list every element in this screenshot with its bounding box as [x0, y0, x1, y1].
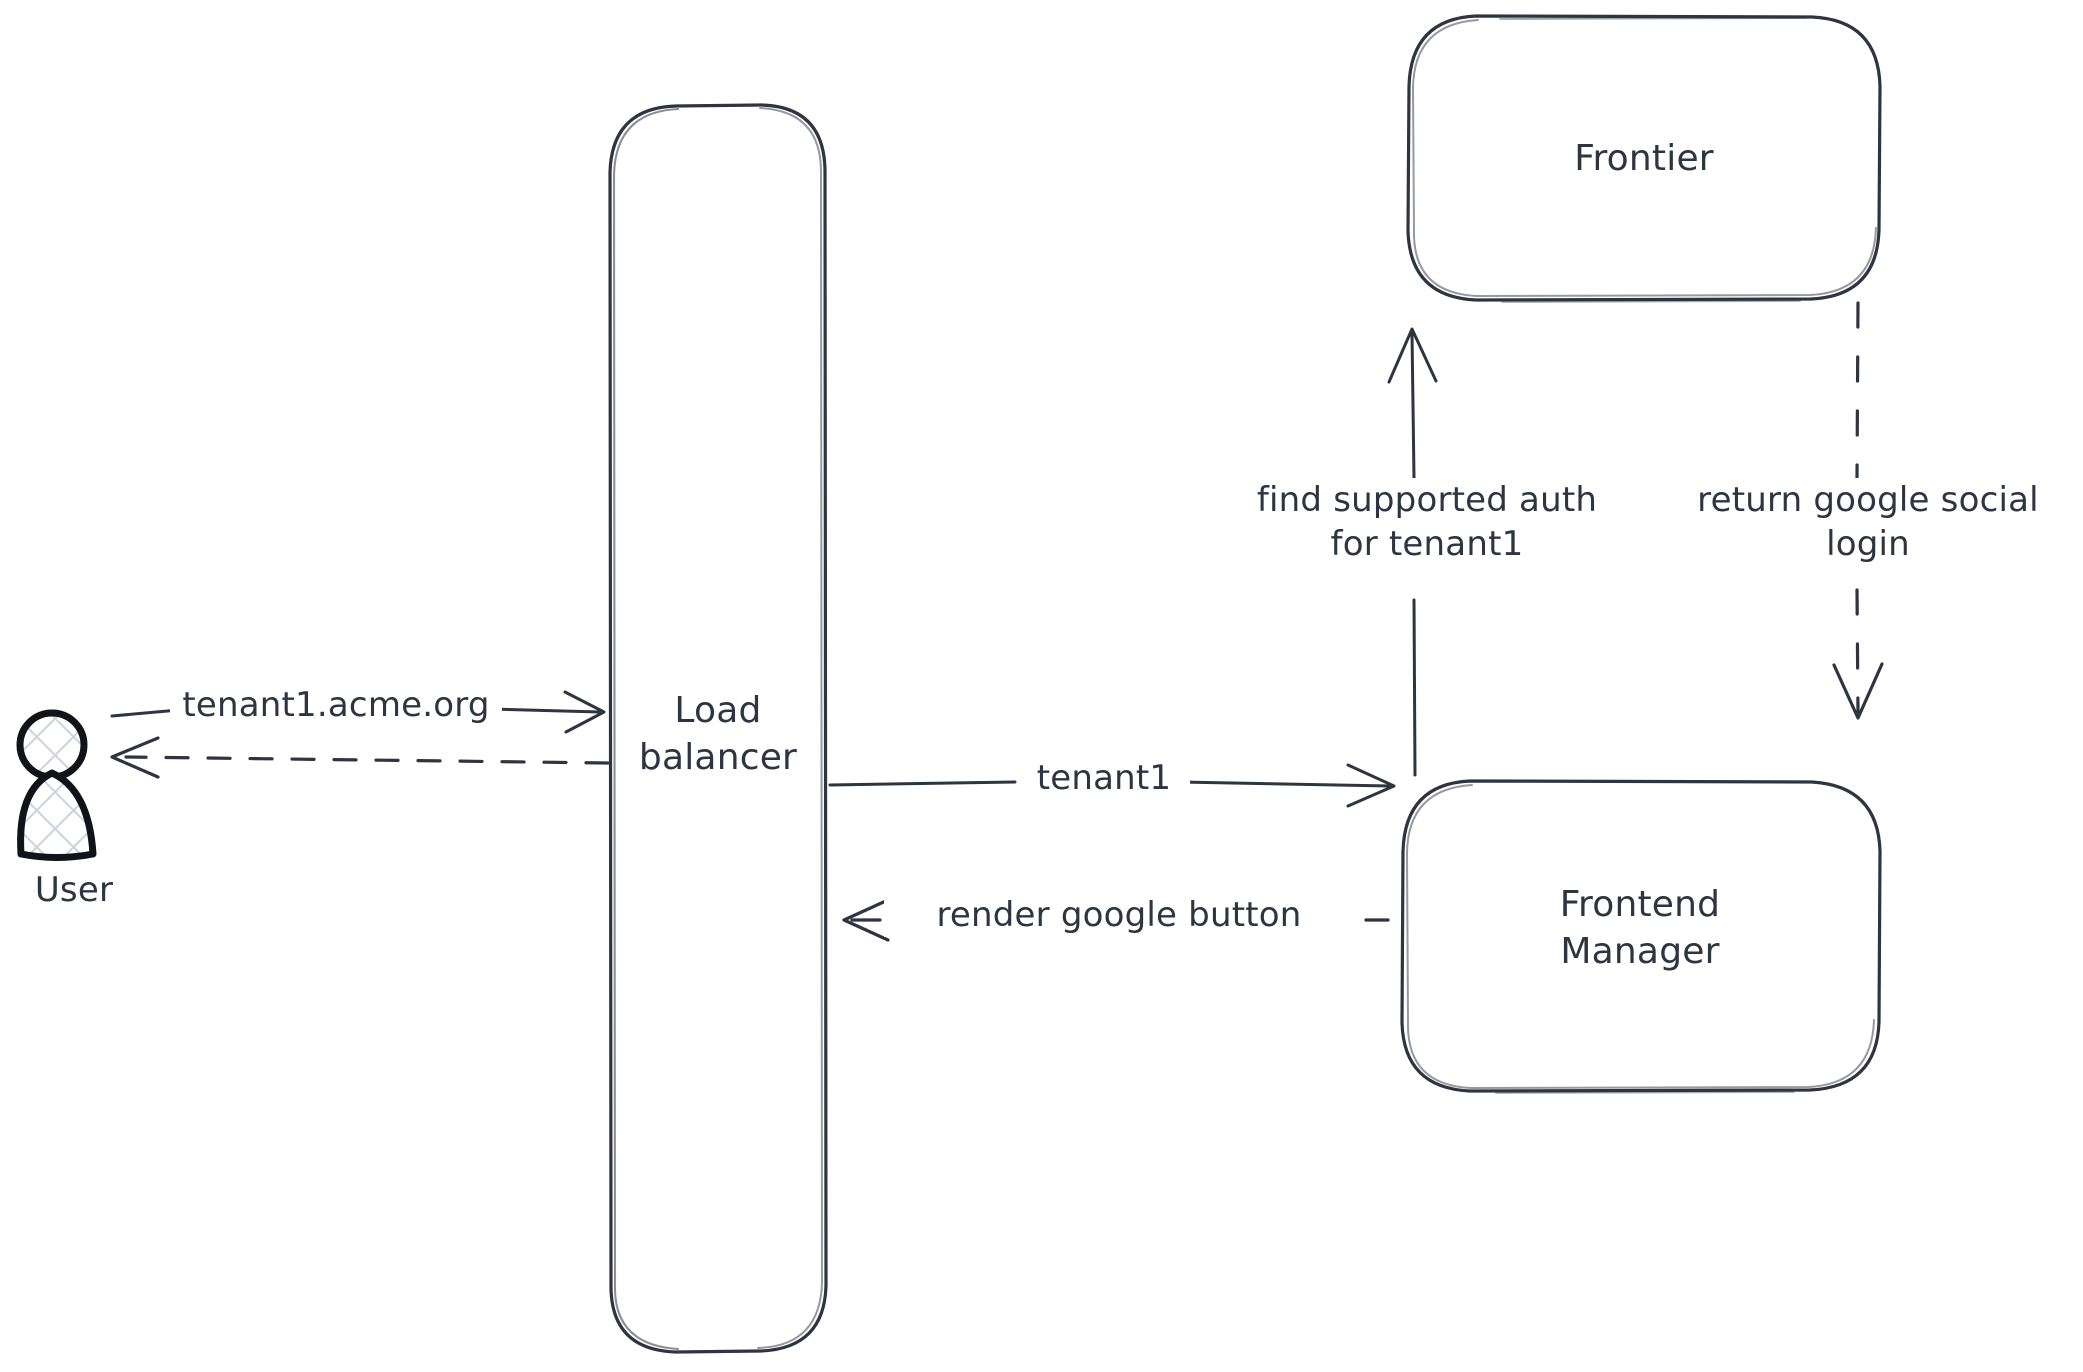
node-frontier[interactable]	[1406, 14, 1882, 303]
edge-frontier-to-fm	[1832, 301, 1884, 720]
edge-fm-to-frontier	[1387, 327, 1438, 777]
edge-user-to-lb	[110, 690, 606, 734]
node-load-balancer[interactable]	[608, 103, 828, 1354]
edge-fm-to-lb	[842, 898, 1390, 942]
person-icon	[16, 709, 97, 861]
node-frontend-manager[interactable]	[1400, 779, 1882, 1094]
edge-lb-to-user	[110, 736, 610, 779]
edge-lb-to-fm	[828, 763, 1396, 808]
